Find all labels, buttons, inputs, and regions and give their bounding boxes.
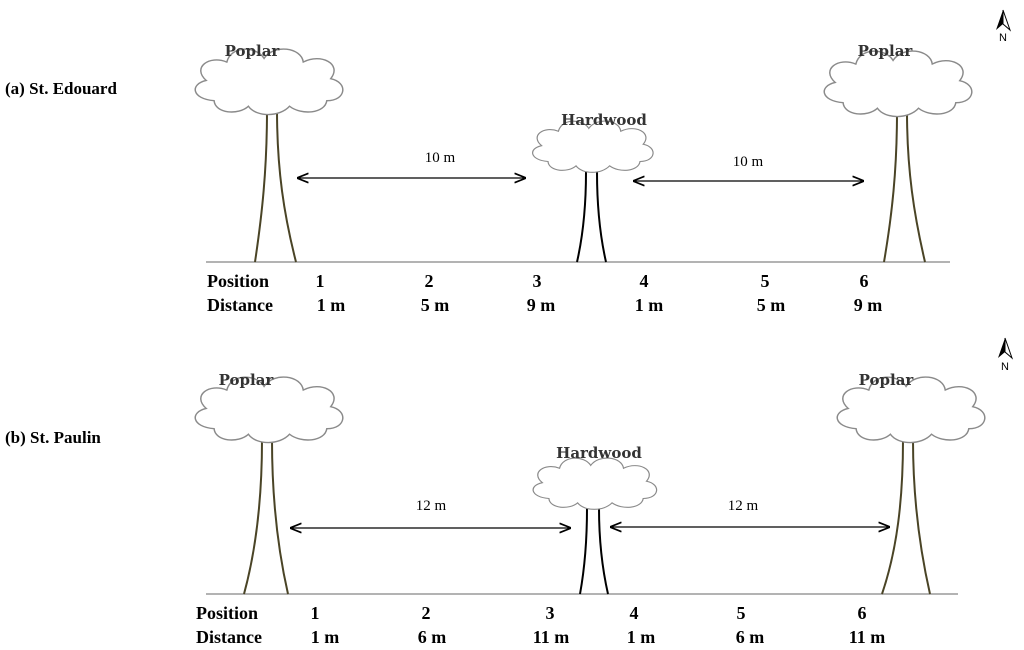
hardwood-tree: Hardwood: [532, 444, 658, 595]
distance-row-header: Distance: [196, 627, 262, 647]
tree-label-right: Poplar: [858, 42, 914, 60]
distance-label-left: 10 m: [425, 150, 456, 166]
poplar-tree-right: Poplar: [823, 42, 973, 263]
distance-4: 1 m: [627, 627, 656, 647]
distance-6: 9 m: [854, 295, 883, 315]
distance-label-right: 10 m: [733, 154, 764, 170]
distance-6: 11 m: [849, 627, 886, 647]
position-2: 2: [425, 271, 434, 291]
distance-5: 6 m: [736, 627, 765, 647]
tree-label-left: Poplar: [219, 371, 275, 389]
position-row-header: Position: [196, 603, 258, 623]
position-5: 5: [737, 603, 746, 623]
poplar-tree-right: Poplar: [836, 371, 986, 595]
tree-label-center: Hardwood: [556, 444, 642, 462]
distance-5: 5 m: [757, 295, 786, 315]
distance-2: 5 m: [421, 295, 450, 315]
distance-3: 11 m: [533, 627, 570, 647]
north-label: N: [999, 32, 1007, 44]
tree-label-center: Hardwood: [561, 111, 647, 129]
distance-label-left: 12 m: [416, 498, 447, 514]
north-arrow-icon: N: [998, 337, 1014, 373]
position-6: 6: [860, 271, 869, 291]
position-4: 4: [640, 271, 649, 291]
position-5: 5: [761, 271, 770, 291]
panel-label: (b) St. Paulin: [5, 428, 101, 447]
poplar-tree-left: Poplar: [194, 371, 344, 595]
panel-st-edouard: (a) St. Edouard N Poplar Hardwood: [5, 9, 1012, 315]
north-arrow-icon: N: [996, 9, 1012, 44]
position-4: 4: [630, 603, 639, 623]
position-2: 2: [422, 603, 431, 623]
panel-label: (a) St. Edouard: [5, 79, 117, 98]
distance-2: 6 m: [418, 627, 447, 647]
distance-row-header: Distance: [207, 295, 273, 315]
poplar-tree-left: Poplar: [194, 42, 344, 263]
position-3: 3: [546, 603, 555, 623]
distance-4: 1 m: [635, 295, 664, 315]
distance-label-right: 12 m: [728, 498, 759, 514]
distance-3: 9 m: [527, 295, 556, 315]
position-6: 6: [858, 603, 867, 623]
hardwood-tree: Hardwood: [532, 111, 654, 263]
position-1: 1: [316, 271, 325, 291]
distance-1: 1 m: [317, 295, 346, 315]
north-label: N: [1001, 361, 1009, 373]
position-3: 3: [533, 271, 542, 291]
panel-st-paulin: (b) St. Paulin N Poplar Hardwood: [5, 337, 1014, 647]
tree-label-right: Poplar: [859, 371, 915, 389]
distance-1: 1 m: [311, 627, 340, 647]
position-row-header: Position: [207, 271, 269, 291]
position-1: 1: [311, 603, 320, 623]
tree-label-left: Poplar: [225, 42, 281, 60]
